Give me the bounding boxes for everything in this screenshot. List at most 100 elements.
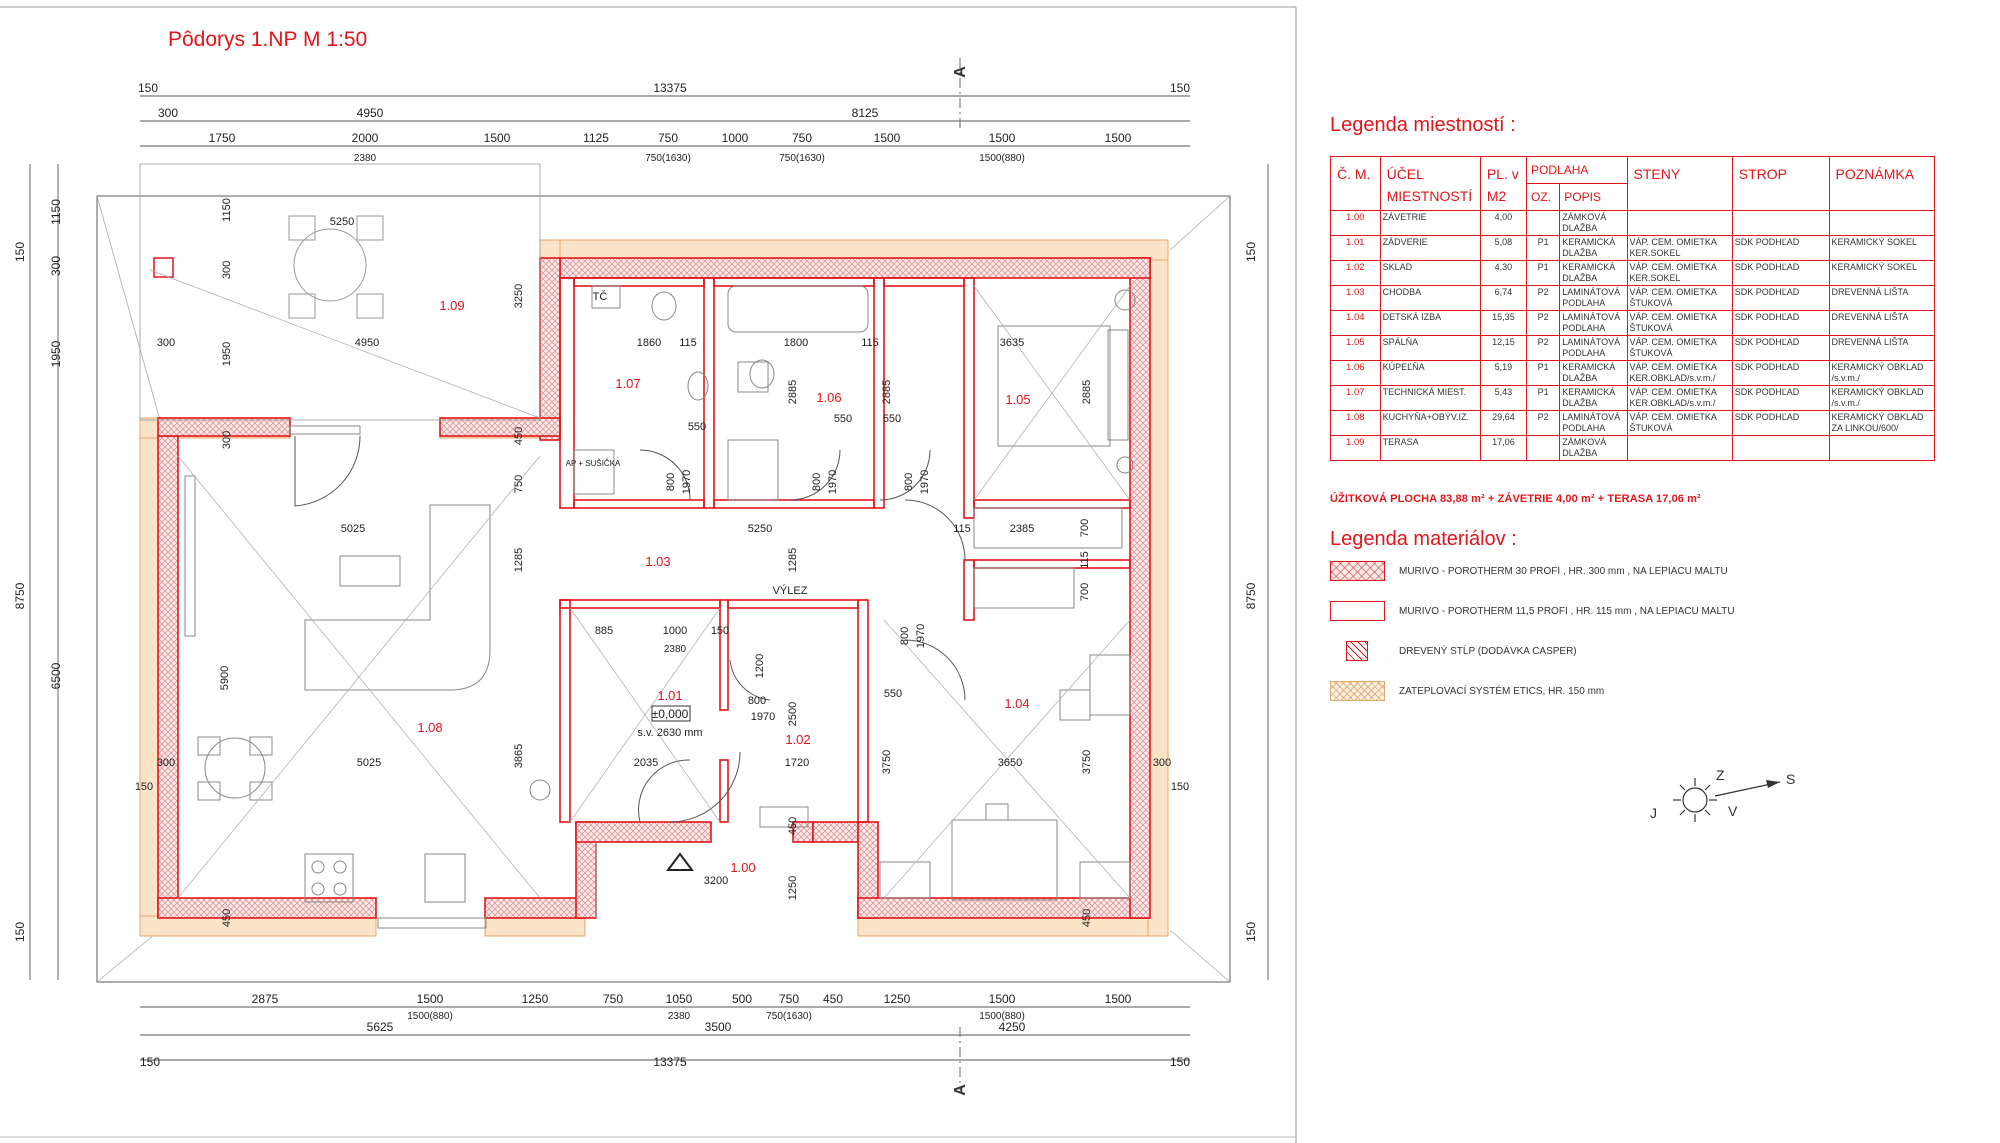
dim-450d: 450 bbox=[787, 817, 799, 835]
dim-top-150-left: 150 bbox=[138, 81, 158, 95]
room-cell-popis: ZÁMKOVÁ DLAŽBA bbox=[1559, 210, 1628, 236]
room-cell-pl: 17,06 bbox=[1479, 435, 1528, 461]
room-number-1-06: 1.06 bbox=[816, 390, 841, 405]
dim-bottom-150-left: 150 bbox=[140, 1055, 160, 1069]
toprow3-1: 2000 bbox=[352, 131, 379, 145]
dim-2035: 2035 bbox=[634, 757, 658, 769]
botrow1-3: 750 bbox=[603, 992, 623, 1006]
room-cell-strop bbox=[1731, 435, 1830, 461]
dim-left-6500: 6500 bbox=[49, 662, 63, 689]
compass-v: V bbox=[1728, 803, 1738, 819]
dim-450a: 450 bbox=[513, 427, 525, 445]
dim-1860: 1860 bbox=[637, 337, 661, 349]
room-cell-ucel: DETSKÁ IZBA bbox=[1379, 310, 1481, 336]
dim-terrace-w: 5250 bbox=[330, 216, 354, 228]
dim-550c: 550 bbox=[883, 413, 901, 425]
room-cell-oz bbox=[1526, 210, 1561, 236]
room-cell-poz: KERAMICKÝ OBKLAD /s.v.m./ bbox=[1828, 385, 1936, 411]
room-number-1-04: 1.04 bbox=[1004, 696, 1029, 711]
dim-5025-bottom: 5025 bbox=[357, 757, 381, 769]
toprow3-7: 1500 bbox=[874, 131, 901, 145]
room-cell-poz: DREVENNÁ LIŠTA bbox=[1828, 310, 1936, 336]
material-label: MURIVO - POROTHERM 30 PROFI , HR. 300 mm… bbox=[1399, 565, 1728, 577]
room-cell-poz bbox=[1828, 210, 1936, 236]
room-cell-pl: 5,19 bbox=[1479, 360, 1528, 386]
botrow1-5: 500 bbox=[732, 992, 752, 1006]
room-cell-strop: SDK PODHĽAD bbox=[1731, 285, 1830, 311]
room-cell-cm: 1.05 bbox=[1330, 335, 1381, 361]
dim-450c: 450 bbox=[1081, 909, 1093, 927]
toprow3-8: 1500 bbox=[989, 131, 1016, 145]
botrow1sub-3: 1500(880) bbox=[979, 1011, 1025, 1022]
room-cell-steny: VÁP. CEM. OMIETKA KER.OBKLAD/s.v.m./ bbox=[1626, 385, 1733, 411]
col-cm: Č. M. bbox=[1330, 156, 1381, 211]
ap-label: AP + SUŠIČKA bbox=[566, 459, 621, 468]
material-swatch bbox=[1330, 561, 1385, 581]
col-podlaha: PODLAHA bbox=[1526, 156, 1628, 184]
room-cell-pl: 15,35 bbox=[1479, 310, 1528, 336]
botrow1-1: 1500 bbox=[417, 992, 444, 1006]
dim-left-150b: 150 bbox=[13, 922, 27, 942]
dim-115b: 115 bbox=[861, 337, 879, 349]
dim-300-left: 300 bbox=[221, 431, 233, 449]
dim-1970b: 1970 bbox=[827, 470, 839, 494]
room-cell-oz: P2 bbox=[1526, 310, 1561, 336]
room-number-1-03: 1.03 bbox=[645, 554, 670, 569]
dim-1000: 1000 bbox=[663, 625, 687, 637]
material-legend-item: DREVENÝ STĹP (DODÁVKA CASPER) bbox=[1330, 640, 1577, 662]
room-cell-ucel: KUCHYŇA+OBÝV.IZ. bbox=[1379, 410, 1481, 436]
room-cell-cm: 1.02 bbox=[1330, 260, 1381, 286]
dim-550b: 550 bbox=[834, 413, 852, 425]
vylez-label: VÝLEZ bbox=[773, 584, 808, 597]
dim-3650: 3650 bbox=[998, 757, 1022, 769]
col-ucel: ÚČEL MIESTNOSTÍ bbox=[1379, 156, 1481, 211]
toprow3sub-3: 1500(880) bbox=[979, 153, 1025, 164]
material-swatch bbox=[1330, 601, 1385, 621]
dim-800a: 800 bbox=[665, 473, 677, 491]
material-legend-item: ZATEPLOVACÍ SYSTÉM ETICS, HR. 150 mm bbox=[1330, 680, 1604, 702]
room-cell-steny: VÁP. CEM. OMIETKA ŠTUKOVÁ bbox=[1626, 285, 1733, 311]
dim-top-4950: 4950 bbox=[357, 106, 384, 120]
room-number-1-02: 1.02 bbox=[785, 732, 810, 747]
dim-3750a: 3750 bbox=[881, 750, 893, 774]
col-steny: STENY bbox=[1626, 156, 1733, 211]
toprow3-3: 1125 bbox=[583, 131, 609, 145]
dim-115c: 115 bbox=[953, 523, 971, 535]
room-number-1-01: 1.01 bbox=[657, 688, 682, 703]
room-cell-steny: VÁP. CEM. OMIETKA KER.OBKLAD/s.v.m./ bbox=[1626, 360, 1733, 386]
dim-5900: 5900 bbox=[219, 666, 231, 690]
room-cell-steny: VÁP. CEM. OMIETKA KER.SOKEL bbox=[1626, 235, 1733, 261]
wooden-column bbox=[153, 257, 174, 278]
dim-terrace-1950: 1950 bbox=[221, 342, 233, 366]
room-number-1-00: 1.00 bbox=[730, 860, 755, 875]
room-cell-steny: VÁP. CEM. OMIETKA ŠTUKOVÁ bbox=[1626, 410, 1733, 436]
room-cell-oz: P1 bbox=[1526, 235, 1561, 261]
interior-partitions bbox=[559, 277, 1131, 823]
room-cell-ucel: TERASA bbox=[1379, 435, 1481, 461]
bathroom-fixtures bbox=[573, 285, 869, 501]
botrow1-4: 1050 bbox=[666, 992, 693, 1006]
room-cell-oz: P2 bbox=[1526, 335, 1561, 361]
dim-700b: 700 bbox=[1079, 583, 1091, 601]
dim-550d: 550 bbox=[884, 688, 902, 700]
dim-1970d: 1970 bbox=[751, 711, 775, 723]
room-cell-pl: 12,15 bbox=[1479, 335, 1528, 361]
dim-bottom-overall: 13375 bbox=[653, 1055, 687, 1069]
room-cell-cm: 1.00 bbox=[1330, 210, 1381, 236]
living-furniture bbox=[184, 425, 491, 929]
dim-115a: 115 bbox=[679, 337, 697, 349]
toprow3-5: 1000 bbox=[722, 131, 749, 145]
toprow3-6: 750 bbox=[792, 131, 812, 145]
room-cell-oz: P2 bbox=[1526, 285, 1561, 311]
elevation-label: ±0,000 bbox=[652, 707, 689, 721]
col-popis: POPIS bbox=[1559, 183, 1628, 211]
botrow1sub-0: 1500(880) bbox=[407, 1011, 453, 1022]
room-cell-popis: KERAMICKÁ DLAŽBA bbox=[1559, 235, 1628, 261]
dim-right-150b: 150 bbox=[1244, 922, 1258, 942]
